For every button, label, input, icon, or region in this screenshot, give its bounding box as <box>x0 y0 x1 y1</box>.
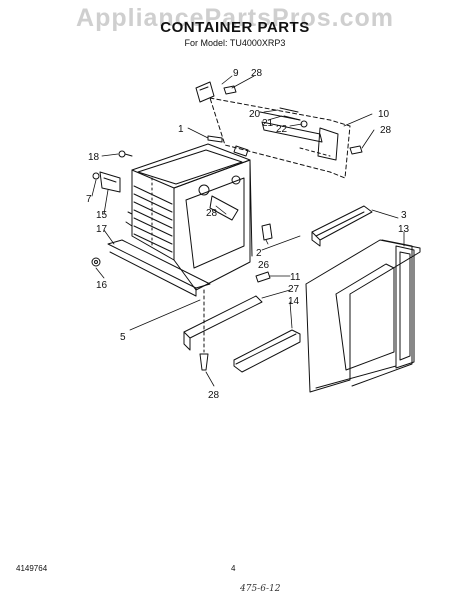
page-number: 4 <box>231 564 236 573</box>
callout-labels: 9 28 20 21 22 10 28 1 18 7 15 17 16 28 3… <box>86 68 410 401</box>
nut-part-16 <box>91 257 101 267</box>
door-panel-part-3 <box>305 239 421 393</box>
hinge-bracket-part-9 <box>195 81 237 103</box>
pin-parts-20-22 <box>279 107 308 128</box>
callout-5: 5 <box>120 332 126 343</box>
watermark: AppliancePartsPros.com <box>76 4 394 32</box>
callout-1: 1 <box>178 124 184 135</box>
handle-bar-part-2 <box>311 205 373 247</box>
screw-part-28-bottom <box>199 289 209 371</box>
bottom-rail-part-17 <box>107 239 211 297</box>
callout-22: 22 <box>276 124 288 135</box>
callout-9: 9 <box>233 68 239 79</box>
callout-27: 27 <box>288 284 300 295</box>
callout-11: 11 <box>290 272 301 283</box>
callout-18: 18 <box>88 152 100 163</box>
callout-7: 7 <box>86 194 92 205</box>
callout-leader-lines <box>91 75 405 387</box>
drawer-handle-parts-14-27 <box>183 295 301 373</box>
page-title: CONTAINER PARTS <box>160 19 310 36</box>
callout-3: 3 <box>401 210 407 221</box>
clip-part-26 <box>261 223 273 241</box>
screw-part-11 <box>255 271 271 283</box>
callout-14: 14 <box>288 296 300 307</box>
callout-28-top: 28 <box>251 68 263 79</box>
callout-13: 13 <box>398 224 410 235</box>
callout-21: 21 <box>262 118 274 129</box>
screw-part-1 <box>207 135 249 157</box>
callout-17: 17 <box>96 224 108 235</box>
callout-10: 10 <box>378 109 390 120</box>
callout-26: 26 <box>258 260 270 271</box>
callout-16: 16 <box>96 280 108 291</box>
callout-20: 20 <box>249 109 261 120</box>
callout-28-right: 28 <box>380 125 392 136</box>
callout-28-bottom: 28 <box>208 390 220 401</box>
screw-part-18 <box>118 150 133 158</box>
screw-part-28-right <box>349 145 363 155</box>
callout-2: 2 <box>256 248 262 259</box>
container-box <box>125 143 253 291</box>
callout-28-box: 28 <box>206 208 218 219</box>
model-subtitle: For Model: TU4000XRP3 <box>184 38 286 48</box>
callout-15: 15 <box>96 210 108 221</box>
document-number: 4149764 <box>16 564 48 573</box>
latch-parts-7-15 <box>92 171 121 193</box>
door-gasket-part-13 <box>315 245 415 389</box>
handwritten-note: 475-6-12 <box>240 584 281 594</box>
